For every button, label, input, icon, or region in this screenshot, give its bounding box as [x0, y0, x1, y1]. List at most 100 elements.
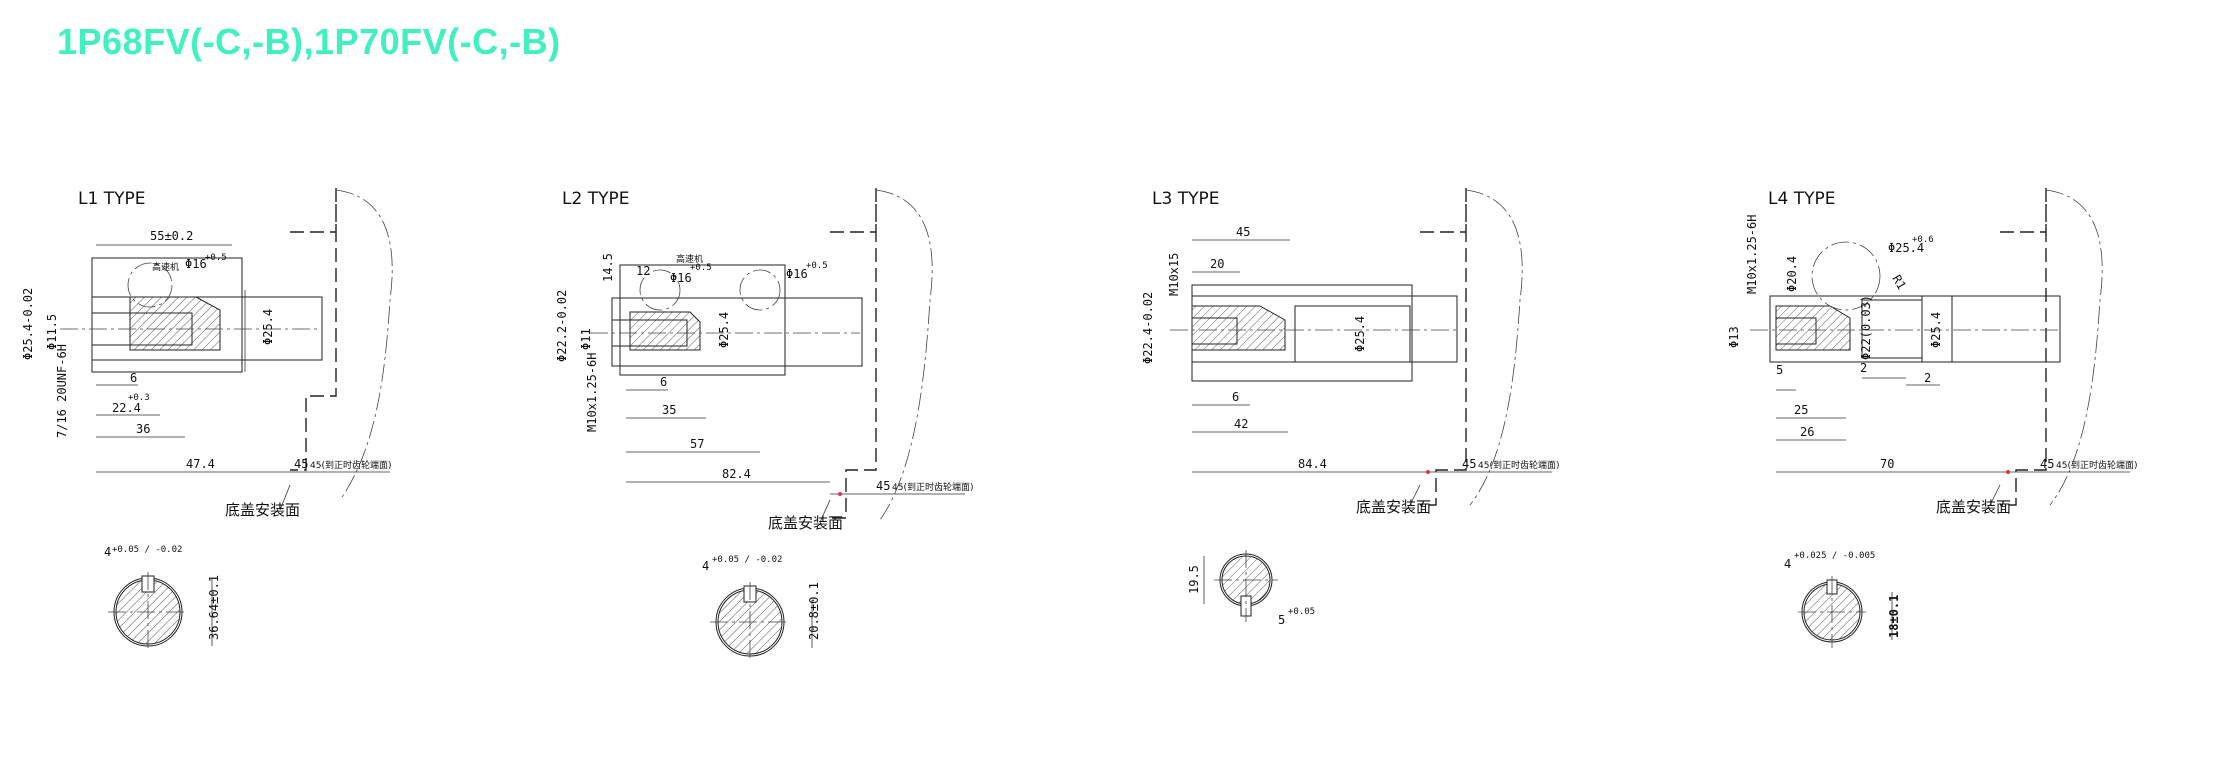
dim-text: M10x1.25-6H: [1745, 215, 1759, 294]
dim-text: 25: [1794, 403, 1808, 417]
engine-contour: [1465, 189, 1523, 506]
dim-text: R1: [1889, 273, 1908, 293]
dim-text: Φ22.2-0.02: [555, 290, 569, 362]
dim-text: 20.8±0.1: [807, 582, 821, 640]
dim-text: 2: [1924, 371, 1931, 385]
engine-contour: [875, 189, 933, 521]
dim-text: 35: [662, 403, 676, 417]
dim-text: Φ25.4: [1353, 316, 1367, 352]
dim-tol: +0.05 / -0.02: [112, 545, 182, 555]
hatched-section: [1191, 305, 1286, 351]
engine-contour: [335, 189, 393, 501]
panel-type-label: L4 TYPE: [1768, 189, 1835, 209]
marker-dot: [2006, 470, 2010, 474]
panel-l2: L2 TYPE 14.5 12 高速机 Φ16 +0.5 Φ16 +0.5 Φ2…: [555, 188, 973, 662]
dim-text: 45: [1462, 457, 1476, 471]
bore: [1775, 317, 1817, 345]
dim-tol: +0.5: [205, 253, 227, 263]
dim-text: 6: [130, 371, 137, 385]
dim-text: Φ25.4-0.02: [21, 288, 35, 360]
dim-text: 42: [1234, 417, 1248, 431]
base-label: 底盖安装面: [1936, 498, 2011, 516]
dim-text: 84.4: [1298, 457, 1327, 471]
dim-text: 4: [104, 545, 111, 559]
base-label: 底盖安装面: [1356, 498, 1431, 516]
panel-l3: L3 TYPE 45 20 M10x15 Φ22.4-0.02 Φ25.4 6 …: [1141, 188, 1559, 627]
key-circle-2: [739, 269, 781, 311]
hatched-section: [1775, 305, 1851, 351]
dim-text: 2: [1860, 361, 1867, 375]
dim-text: 55±0.2: [150, 229, 193, 243]
dim-text: Φ25.4: [717, 312, 731, 348]
base-label: 底盖安装面: [225, 501, 300, 519]
dim-tol: +0.5: [806, 261, 828, 271]
key-circle: [127, 262, 173, 308]
dim-text: Φ16: [670, 271, 692, 285]
dim-text: 70: [1880, 457, 1894, 471]
engine-contour: [2045, 189, 2103, 506]
dim-text: Φ11: [579, 328, 593, 350]
dim-text: 4: [702, 559, 709, 573]
dim-text: Φ11.5: [45, 314, 59, 350]
seal-label: 45(到正时齿轮端面): [310, 459, 391, 471]
dim-text: 36.64±0.1: [207, 575, 221, 640]
dim-text: 18±0.1: [1887, 595, 1901, 638]
panel-l4: L4 TYPE M10x1.25-6H Φ25.4 +0.6 Φ20.4 R1 …: [1727, 188, 2137, 648]
dim-text: 5: [1776, 363, 1783, 377]
seal-label: 45(到正时齿轮端面): [892, 481, 973, 493]
dim-text: 6: [660, 375, 667, 389]
dim-text: 45: [294, 457, 308, 471]
base-label: 底盖安装面: [768, 514, 843, 532]
dim-tol: +0.3: [128, 393, 150, 403]
marker-dot: [1426, 470, 1430, 474]
hatched-section: [629, 311, 701, 351]
seal-label: 45(到正时齿轮端面): [2056, 459, 2137, 471]
panel-type-label: L1 TYPE: [78, 189, 145, 209]
dim-text: Φ20.4: [1785, 256, 1799, 292]
dim-text: Φ25.4: [1888, 241, 1924, 255]
dim-text: Φ25.4: [261, 309, 275, 345]
dim-text: 26: [1800, 425, 1814, 439]
dim-text: 57: [690, 437, 704, 451]
dim-text: Φ16: [786, 267, 808, 281]
dim-text: 4: [1784, 557, 1791, 571]
hatched-section: [129, 296, 221, 351]
dim-text: M10x15: [1167, 253, 1181, 296]
dim-tol: +0.025 / -0.005: [1794, 551, 1875, 561]
dim-text: 22.4: [112, 401, 141, 415]
dim-text: 82.4: [722, 467, 751, 481]
leader-line: [819, 499, 831, 523]
engine-outline: [1420, 188, 1467, 506]
dim-tol: +0.05 / -0.02: [712, 555, 782, 565]
dim-text: 5: [1278, 613, 1285, 627]
leader-line: [1409, 484, 1421, 506]
dim-tol: +0.5: [690, 263, 712, 273]
dim-text: M10x1.25-6H: [585, 353, 599, 432]
dim-text: Φ22(0.03): [1859, 295, 1873, 360]
dim-text: 7/16 20UNF-6H: [55, 344, 69, 438]
leader-line: [1989, 484, 2001, 506]
dim-text: 14.5: [601, 253, 615, 282]
dim-text: 47.4: [186, 457, 215, 471]
leader-line: [279, 484, 291, 511]
page-title: 1P68FV(-C,-B),1P70FV(-C,-B): [57, 21, 561, 62]
dim-text: 45: [2040, 457, 2054, 471]
seal-label: 45(到正时齿轮端面): [1478, 459, 1559, 471]
panel-type-label: L3 TYPE: [1152, 189, 1219, 209]
dim-text: 20: [1210, 257, 1224, 271]
engine-outline: [2000, 188, 2047, 506]
shaft-step: [1294, 305, 1411, 363]
bore: [1191, 317, 1238, 345]
dim-text: 36: [136, 422, 150, 436]
shaft-body: [1769, 295, 2061, 363]
dim-text: Φ22.4-0.02: [1141, 292, 1155, 364]
dim-text: Φ13: [1727, 326, 1741, 348]
panel-l1: L1 TYPE 55±0.2 高速机 Φ16 +0.5 Φ25.4-0.02 Φ…: [21, 188, 393, 652]
note-text: 高速机: [676, 253, 703, 265]
dim-text: Φ25.4: [1929, 312, 1943, 348]
key-circle: [639, 269, 681, 311]
key-circle: [1811, 241, 1881, 311]
dim-text: 19.5: [1187, 565, 1201, 594]
panel-type-label: L2 TYPE: [562, 189, 629, 209]
